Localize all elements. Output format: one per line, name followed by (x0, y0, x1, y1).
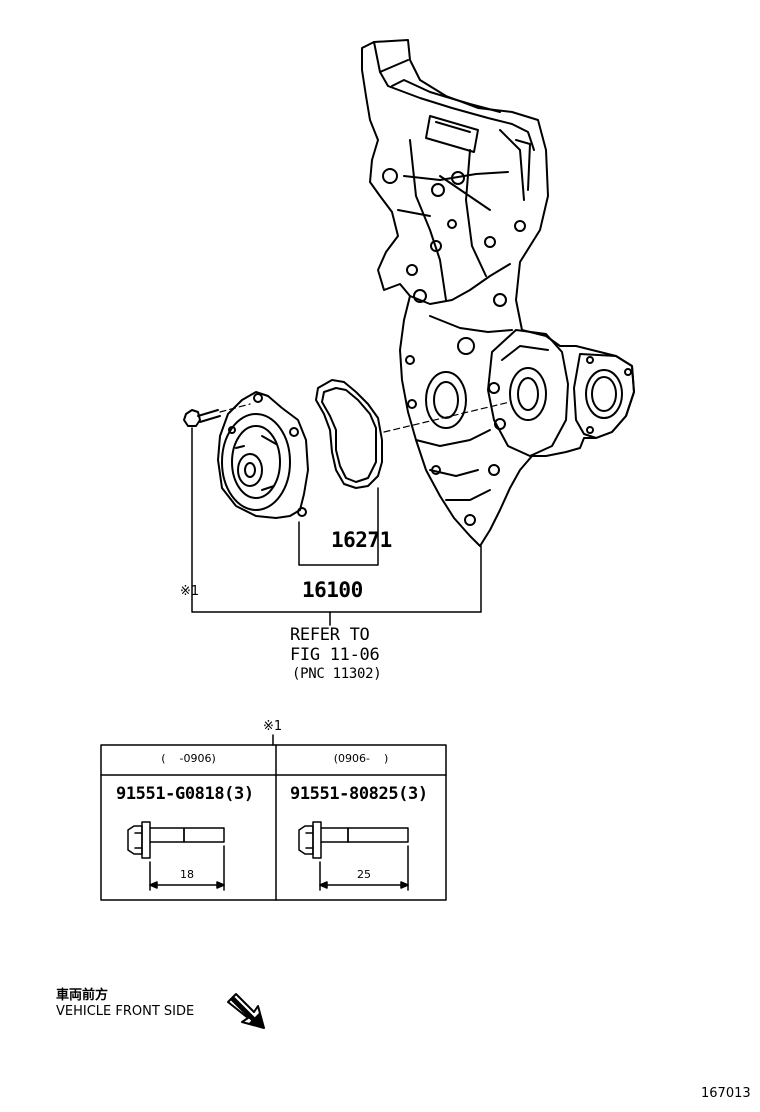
table-note-mark: ※1 (263, 719, 283, 734)
direction-japanese: 車両前方 (56, 988, 109, 1003)
bolt-25-drawing (298, 821, 409, 891)
timing-chain-cover (361, 39, 635, 547)
table-part-number-col-2: 91551-80825(3) (290, 784, 428, 804)
table-length-col-2: 25 (357, 868, 371, 881)
gasket-16271 (315, 379, 383, 489)
alignment-dashed-lines (219, 401, 511, 433)
table-period-col-1: ( -0906) (161, 752, 216, 765)
refer-line-2: FIG 11-06 (290, 645, 380, 665)
bolt-spec-table-grid (100, 734, 447, 901)
part-label-16100: 16100 (302, 578, 363, 602)
water-pump-16100 (217, 391, 309, 519)
table-part-number-col-1: 91551-G0818(3) (116, 784, 254, 804)
figure-number: 167013 (701, 1086, 751, 1101)
bolt-18-drawing (127, 821, 225, 891)
refer-line-3: (PNC 11302) (292, 666, 382, 682)
leader-lines (191, 427, 482, 626)
table-period-col-2: (0906- ) (333, 752, 389, 765)
front-direction-arrow-icon (227, 993, 265, 1029)
direction-english: VEHICLE FRONT SIDE (56, 1004, 195, 1019)
part-label-16271: 16271 (331, 528, 392, 552)
note-mark-left: ※1 (180, 584, 200, 599)
bolt-drawing (183, 409, 221, 427)
table-length-col-1: 18 (180, 868, 194, 881)
refer-line-1: REFER TO (290, 625, 370, 645)
